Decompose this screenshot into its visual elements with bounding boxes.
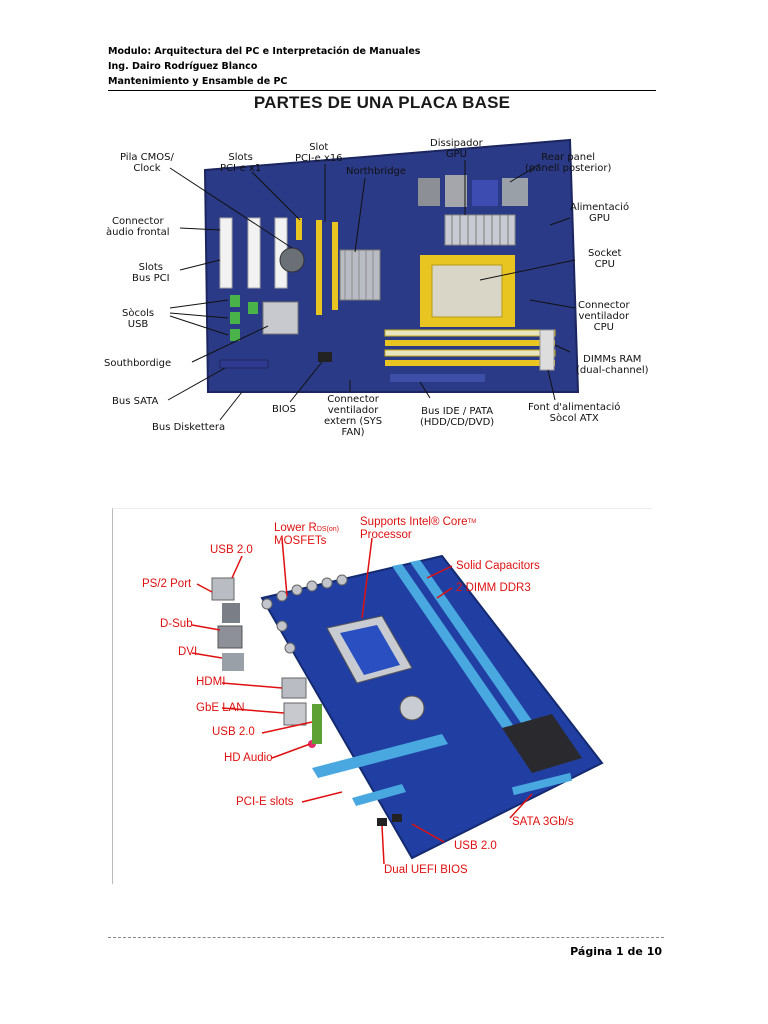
- label-2-dimm-ddr3: 2 DIMM DDR3: [456, 582, 531, 594]
- label-font-alimentacio: Font d'alimentació Sòcol ATX: [528, 402, 621, 424]
- page-number: Página 1 de 10: [570, 945, 662, 958]
- label-socket-cpu: Socket CPU: [588, 248, 622, 270]
- label-sata-3gbs: SATA 3Gb/s: [512, 816, 574, 828]
- label-southbridge: Southbordige: [104, 358, 172, 369]
- motherboard-diagram-2: USB 2.0 Lower RDS(on) MOSFETs Supports I…: [112, 508, 652, 884]
- header-course: Modulo: Arquitectura del PC e Interpreta…: [108, 46, 421, 57]
- label-connector-ventilador-cpu: Connector ventilador CPU: [578, 300, 630, 333]
- header-author: Ing. Dairo Rodríguez Blanco: [108, 61, 258, 72]
- label-hdmi: HDMI: [196, 676, 226, 688]
- label-northbridge: Northbridge: [346, 166, 407, 177]
- label-rear-panel: Rear panel (panell posterior): [525, 152, 612, 174]
- label-usb20-mid: USB 2.0: [212, 726, 255, 738]
- header-subject: Mantenimiento y Ensamble de PC: [108, 74, 656, 91]
- page-title: PARTES DE UNA PLACA BASE: [253, 93, 511, 112]
- label-bus-diskettera: Bus Diskettera: [152, 422, 226, 433]
- label-lower-rds-sub: DS(on): [316, 526, 340, 533]
- label-dsub: D-Sub: [160, 618, 193, 630]
- label-socols-usb: Sòcols USB: [122, 308, 155, 330]
- label-bus-ide: Bus IDE / PATA (HDD/CD/DVD): [420, 406, 495, 428]
- label-solid-capacitors: Solid Capacitors: [456, 560, 540, 572]
- label-ps2-port: PS/2 Port: [142, 578, 192, 590]
- label-hd-audio: HD Audio: [224, 752, 273, 764]
- label-connector-ventilador-extern: Connector ventilador extern (SYS FAN): [324, 394, 383, 438]
- label-pcie-slots: PCI-E slots: [236, 796, 294, 808]
- motherboard-diagram-1: Pila CMOS/ Clock Slots PCI-e x1 Slot PCI…: [100, 130, 660, 442]
- label-dimms-ram: DIMMs RAM (dual-channel): [576, 354, 649, 376]
- label-slots-bus-pci: Slots Bus PCI: [132, 262, 170, 284]
- label-processor: Processor: [360, 529, 412, 541]
- label-supports-intel-text: Supports Intel® Core: [360, 516, 468, 528]
- document-header: Modulo: Arquitectura del PC e Interpreta…: [108, 44, 656, 91]
- motherboard-1-illustration: [167, 138, 580, 421]
- label-usb20-top: USB 2.0: [210, 544, 253, 556]
- label-usb20-bottom: USB 2.0: [454, 840, 497, 852]
- label-gbe-lan: GbE LAN: [196, 702, 245, 714]
- label-lower-rds: Lower RDS(on): [274, 522, 339, 536]
- label-mosfets: MOSFETs: [274, 535, 327, 547]
- label-slot-pcie-x16: Slot PCI-e x16: [295, 142, 343, 164]
- motherboard-2-illustration: [191, 537, 604, 865]
- footer-divider: [108, 937, 664, 938]
- label-lower-rds-text: Lower R: [274, 522, 317, 534]
- label-bus-sata: Bus SATA: [112, 396, 159, 407]
- label-supports-intel: Supports Intel® CoreTM: [360, 516, 476, 528]
- label-connector-audio: Connector àudio frontal: [106, 216, 170, 238]
- label-slots-pcie-x1: Slots PCI-e x1: [220, 152, 262, 174]
- label-tm: TM: [467, 519, 477, 525]
- label-dvi: DVI: [178, 646, 198, 658]
- figure-2-border: [112, 508, 652, 884]
- label-bios: BIOS: [272, 404, 297, 415]
- label-dual-uefi-bios: Dual UEFI BIOS: [384, 864, 468, 876]
- label-pila-cmos: Pila CMOS/ Clock: [120, 152, 174, 174]
- label-dissipador-gpu: Dissipador GPU: [430, 138, 483, 160]
- label-alimentacio-gpu: Alimentació GPU: [570, 202, 630, 224]
